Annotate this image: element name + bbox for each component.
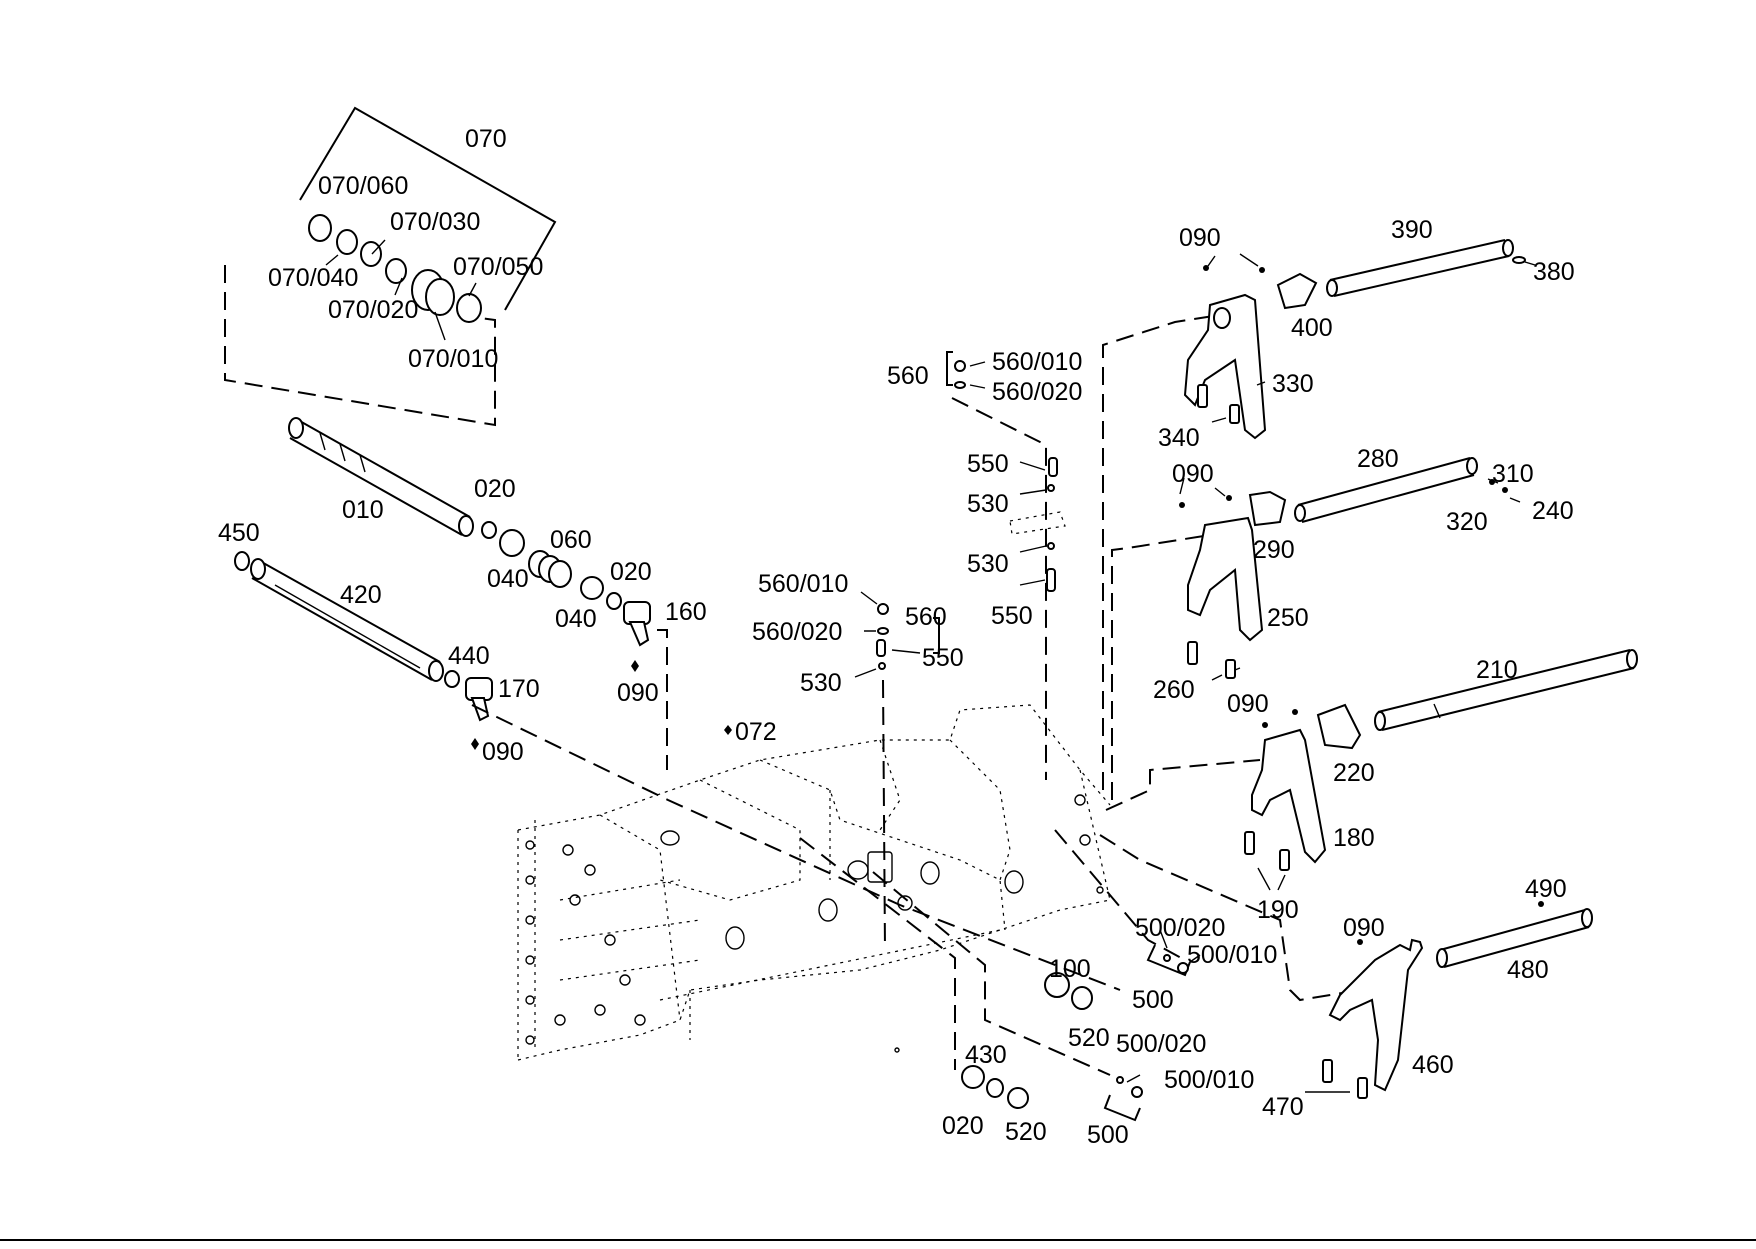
fork-180: [1244, 728, 1327, 891]
part-070-050: [456, 293, 482, 323]
label-070-050: 070/050: [453, 253, 543, 281]
label-470: 470: [1262, 1093, 1304, 1121]
label-430: 430: [965, 1041, 1007, 1069]
label-500-010-a: 500/010: [1187, 941, 1277, 969]
label-040-a: 040: [487, 565, 529, 593]
label-210: 210: [1476, 656, 1518, 684]
label-250: 250: [1267, 604, 1309, 632]
label-490: 490: [1525, 875, 1567, 903]
label-240: 240: [1532, 497, 1574, 525]
label-220: 220: [1333, 759, 1375, 787]
label-560-b: 560: [905, 603, 947, 631]
label-090-f: 090: [1343, 914, 1385, 942]
label-500-a: 500: [1132, 986, 1174, 1014]
part-070-040: [336, 229, 358, 255]
label-260: 260: [1153, 676, 1195, 704]
detent-group: [854, 351, 1066, 678]
rod-390-group: [1203, 239, 1536, 310]
label-070-030: 070/030: [390, 208, 480, 236]
label-180: 180: [1333, 824, 1375, 852]
rod-210-group: [1262, 649, 1638, 750]
label-340: 340: [1158, 424, 1200, 452]
part-070-020: [385, 258, 407, 284]
label-450: 450: [218, 519, 260, 547]
assembly-070: [224, 106, 557, 427]
label-440: 440: [448, 642, 490, 670]
label-310: 310: [1492, 460, 1534, 488]
label-020-c: 020: [942, 1112, 984, 1140]
label-070-040: 070/040: [268, 264, 358, 292]
label-060: 060: [550, 526, 592, 554]
callout-labels: 070 070/060 070/030 070/040 070/050 070/…: [218, 125, 1575, 1149]
label-010: 010: [342, 496, 384, 524]
transmission-housing: [517, 704, 1111, 1061]
label-020-b: 020: [610, 558, 652, 586]
label-330: 330: [1272, 370, 1314, 398]
label-040-b: 040: [555, 605, 597, 633]
assembly-leaders: [471, 314, 1361, 1076]
label-380: 380: [1533, 258, 1575, 286]
label-280: 280: [1357, 445, 1399, 473]
label-560-a: 560: [887, 362, 929, 390]
label-290: 290: [1253, 536, 1295, 564]
label-020-a: 020: [474, 475, 516, 503]
label-090-a: 090: [617, 679, 659, 707]
label-530-b: 530: [967, 550, 1009, 578]
label-090-d: 090: [1172, 460, 1214, 488]
label-100: 100: [1049, 955, 1091, 983]
label-320: 320: [1446, 508, 1488, 536]
label-090-c: 090: [1179, 224, 1221, 252]
shaft-010: [288, 417, 622, 610]
label-090-e: 090: [1227, 690, 1269, 718]
rod-280-group: [1179, 457, 1521, 527]
label-070-020: 070/020: [328, 296, 418, 324]
label-390: 390: [1391, 216, 1433, 244]
label-550-c: 550: [922, 644, 964, 672]
label-480: 480: [1507, 956, 1549, 984]
label-560-010-a: 560/010: [992, 348, 1082, 376]
label-550-a: 550: [967, 450, 1009, 478]
label-072: 072: [735, 718, 777, 746]
label-500-b: 500: [1087, 1121, 1129, 1149]
rod-480-group: [1357, 901, 1593, 968]
label-160: 160: [665, 598, 707, 626]
label-070-010: 070/010: [408, 345, 498, 373]
label-070: 070: [465, 125, 507, 153]
shaft-420: [234, 551, 460, 688]
part-070-030: [360, 241, 382, 267]
label-170: 170: [498, 675, 540, 703]
label-520-a: 520: [1068, 1024, 1110, 1052]
label-530-a: 530: [967, 490, 1009, 518]
label-500-010-b: 500/010: [1164, 1066, 1254, 1094]
label-420: 420: [340, 581, 382, 609]
bottom-parts: [961, 929, 1201, 1122]
label-560-010-b: 560/010: [758, 570, 848, 598]
label-560-020-b: 560/020: [752, 618, 842, 646]
label-190: 190: [1257, 896, 1299, 924]
label-400: 400: [1291, 314, 1333, 342]
label-550-b: 550: [991, 602, 1033, 630]
fork-330: [1183, 293, 1267, 440]
label-560-020-a: 560/020: [992, 378, 1082, 406]
label-520-b: 520: [1005, 1118, 1047, 1146]
label-070-060: 070/060: [318, 172, 408, 200]
label-530-c: 530: [800, 669, 842, 697]
label-500-020-b: 500/020: [1116, 1030, 1206, 1058]
label-500-020-a: 500/020: [1135, 914, 1225, 942]
label-090-b: 090: [482, 738, 524, 766]
part-070-060: [308, 214, 332, 242]
shift-finger-160: [623, 601, 651, 672]
fork-250: [1187, 516, 1264, 681]
label-460: 460: [1412, 1051, 1454, 1079]
fork-460: [1305, 938, 1424, 1099]
